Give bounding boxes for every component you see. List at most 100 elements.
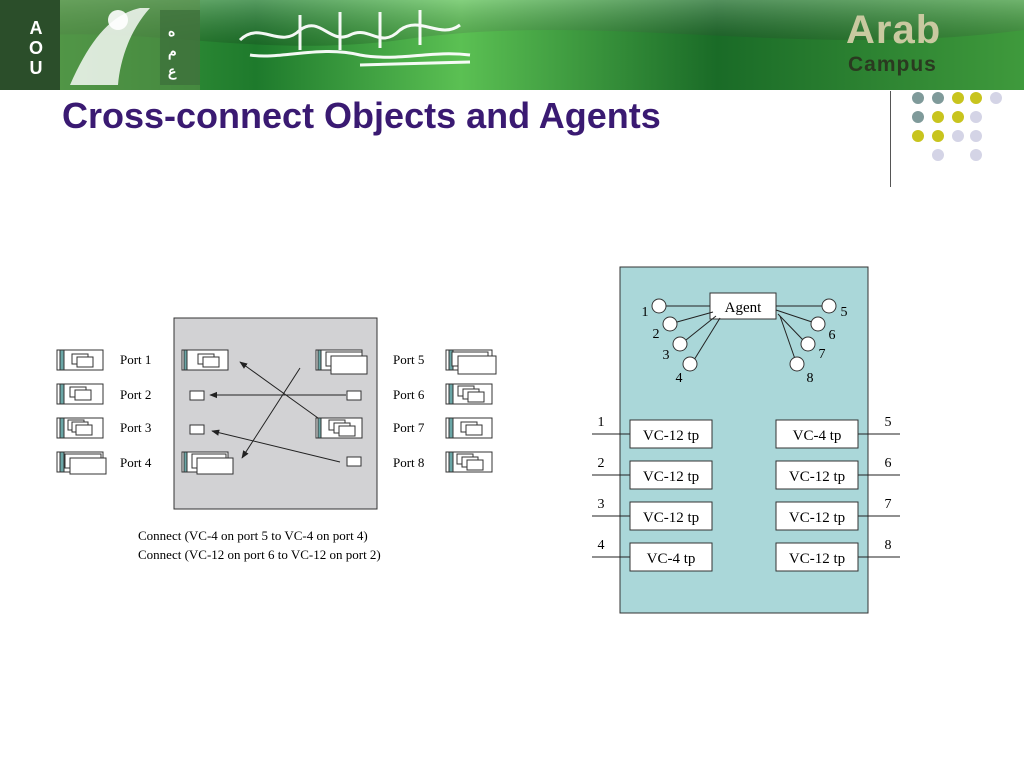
termination-point-box	[629, 542, 713, 572]
cross-connect-panel	[173, 317, 378, 510]
tp-label: VC-12 tp	[789, 510, 845, 526]
port-label: Port 8	[393, 455, 424, 470]
tp-number: 1	[598, 415, 605, 430]
decor-dot	[912, 130, 924, 142]
termination-point-box	[629, 460, 713, 490]
banner-letter: A	[29, 18, 43, 38]
agent-link-circle	[672, 336, 688, 352]
tp-number: 7	[885, 497, 892, 512]
caption: Connect (VC-4 on port 5 to VC-4 on port …	[138, 528, 368, 543]
connection-arrow	[241, 367, 301, 459]
decor-dot	[952, 92, 964, 104]
termination-point-box	[775, 419, 859, 449]
port-content-icon	[315, 417, 363, 439]
port-label: Port 6	[393, 387, 425, 402]
tp-label: VC-12 tp	[643, 510, 699, 526]
cross-connect-diagram: Port 1 Port 2 Port 3 Port 4 Port 5 Port …	[56, 317, 497, 562]
port-stack-icon	[445, 349, 497, 375]
decor-dot	[932, 92, 944, 104]
port-label: Port 1	[120, 352, 151, 367]
agent-link-number: 5	[841, 305, 848, 320]
agent-link-circle	[821, 298, 837, 314]
agent-diagram: Agent 1 2 3 4 5 6 7 8	[592, 266, 900, 614]
agent-label: Agent	[725, 300, 762, 316]
agent-link-circle	[789, 356, 805, 372]
vc4-icon	[181, 451, 234, 475]
tp-label: VC-4 tp	[647, 551, 696, 567]
divider	[890, 91, 891, 187]
tp-label: VC-12 tp	[643, 469, 699, 485]
agent-link-circle	[800, 336, 816, 352]
port-stack-icon	[56, 349, 104, 371]
decor-dot	[970, 149, 982, 161]
port-label: Port 2	[120, 387, 151, 402]
tp-number: 6	[885, 456, 892, 471]
agent-link-circle	[662, 316, 678, 332]
agent-link-number: 7	[819, 347, 826, 362]
flag-banner-graphic: ه م ع	[0, 0, 1024, 90]
port-content-icon	[181, 349, 229, 371]
port-stack-icon	[445, 383, 493, 405]
port-stack-icon	[56, 383, 104, 405]
connection-arrow	[211, 429, 341, 463]
caption: Connect (VC-12 on port 6 to VC-12 on por…	[138, 547, 381, 562]
port-stack-icon	[56, 417, 104, 439]
tp-number: 3	[598, 497, 605, 512]
agent-box	[709, 292, 777, 320]
tp-number: 5	[885, 415, 892, 430]
tp-label: VC-12 tp	[789, 469, 845, 485]
logo-word: Arab	[846, 8, 942, 52]
termination-point-box	[775, 501, 859, 531]
port-label: Port 5	[393, 352, 424, 367]
agent-link-number: 3	[663, 348, 670, 363]
logo-subword: Campus	[848, 53, 937, 76]
tp-number: 2	[598, 456, 605, 471]
page-title: Cross-connect Objects and Agents	[62, 95, 661, 136]
vc12-icon	[346, 390, 362, 401]
tp-number: 8	[885, 538, 892, 553]
vc4-icon	[315, 349, 368, 375]
calligraphy-graphic	[238, 10, 471, 67]
agent-link-number: 4	[676, 371, 683, 386]
agent-link-number: 2	[653, 327, 660, 342]
agent-link-number: 8	[807, 371, 814, 386]
tp-number: 4	[598, 538, 605, 553]
decor-dot	[970, 111, 982, 123]
decor-dot	[912, 111, 924, 123]
port-stack-icon	[445, 417, 493, 439]
agent-link-circle	[651, 298, 667, 314]
banner-letter: O	[28, 38, 43, 58]
agent-link-number: 1	[642, 305, 649, 320]
svg-text:ع: ع	[168, 63, 177, 80]
decor-dot	[912, 92, 924, 104]
agent-link-number: 6	[829, 328, 836, 343]
port-label: Port 3	[120, 420, 151, 435]
port-stack-icon	[445, 451, 493, 473]
agent-link-circle	[682, 356, 698, 372]
vc12-icon	[189, 424, 205, 435]
vc12-icon	[346, 456, 362, 467]
tp-label: VC-4 tp	[793, 428, 842, 444]
decor-dot	[932, 149, 944, 161]
decor-dot	[952, 130, 964, 142]
decor-dot	[932, 111, 944, 123]
connection-arrow	[239, 361, 319, 419]
agent-link-circle	[810, 316, 826, 332]
decor-dot	[952, 111, 964, 123]
decor-dot	[990, 92, 1002, 104]
header-banner: ه م ع A O U Arab Campus	[0, 0, 1024, 90]
termination-point-box	[629, 501, 713, 531]
port-stack-icon	[56, 451, 107, 475]
port-label: Port 7	[393, 420, 425, 435]
tp-label: VC-12 tp	[789, 551, 845, 567]
decor-dot	[970, 92, 982, 104]
vc12-icon	[189, 390, 205, 401]
termination-point-box	[775, 542, 859, 572]
port-label: Port 4	[120, 455, 152, 470]
decor-dot	[970, 130, 982, 142]
termination-point-box	[775, 460, 859, 490]
tp-label: VC-12 tp	[643, 428, 699, 444]
decor-dot	[932, 130, 944, 142]
svg-text:م: م	[168, 43, 177, 60]
